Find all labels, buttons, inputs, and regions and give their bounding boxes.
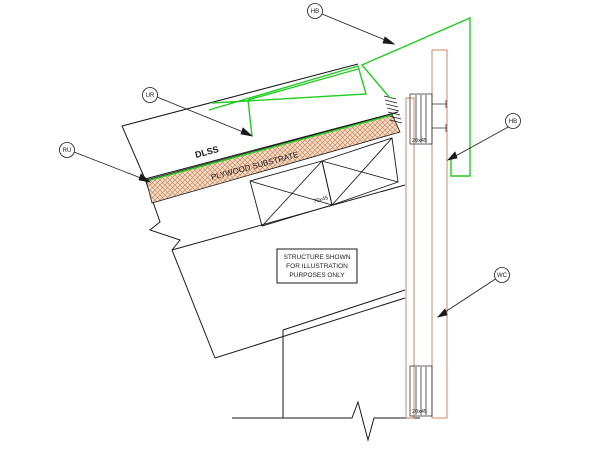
- break-line-left: [144, 178, 181, 251]
- purlin-diagonal-2: [261, 160, 323, 227]
- batten-top-size-label: 20x45: [412, 138, 427, 144]
- note-line-1: STRUCTURE SHOWN: [284, 254, 351, 261]
- head-flashing: [360, 16, 471, 177]
- callout-ur: UR: [146, 93, 155, 99]
- purlin-frame: [249, 137, 399, 227]
- roof-sheet-edge: [146, 114, 393, 182]
- coil-line-4: [386, 107, 400, 112]
- rafter-diagonal-1: [321, 160, 399, 183]
- callout-wc: WC: [497, 273, 508, 279]
- ridge-capping: [208, 65, 367, 111]
- note-line-2: FOR ILLUSTRATION: [286, 263, 348, 270]
- roof-edge-line: [144, 111, 399, 180]
- timber-wall: [405, 49, 448, 419]
- batten-bottom-size-label: 20x45: [412, 409, 427, 415]
- note-text: STRUCTURE SHOWN FOR ILLUSTRATION PURPOSE…: [284, 254, 351, 279]
- purlin-diagonal-1: [249, 180, 333, 206]
- soffit-line: [171, 184, 406, 251]
- inner-ceiling-line: [282, 289, 406, 331]
- arrowhead-ur: [240, 127, 254, 137]
- leader-hb-right: [451, 125, 511, 159]
- callout-hb-top: HB: [311, 9, 319, 15]
- arrowhead-hb-right: [446, 151, 458, 161]
- cap-upstand: [247, 99, 253, 137]
- callout-bubbles: [59, 3, 521, 283]
- callout-hb-right: HB: [509, 119, 517, 125]
- callout-wc-circle: [494, 267, 510, 283]
- callout-ru-circle: [59, 142, 75, 158]
- leader-ru: [73, 151, 147, 181]
- dlss-label: DLSS: [194, 144, 220, 160]
- callout-ur-circle: [142, 87, 158, 103]
- plywood-substrate: [145, 113, 401, 204]
- flashings: [146, 16, 471, 182]
- ridge-inner-line: [247, 68, 359, 101]
- callout-texts: HB UR RU HB WC: [63, 9, 518, 279]
- ceiling-line: [214, 297, 406, 359]
- batten-top: [409, 93, 433, 145]
- batten-bottom: [409, 365, 433, 417]
- arrowhead-ru: [138, 173, 152, 183]
- wall-cladding: [431, 49, 448, 419]
- coil-line-7: [389, 119, 403, 124]
- leader-ur: [156, 96, 249, 135]
- ground-break-line: [232, 400, 420, 442]
- callout-ru: RU: [63, 148, 72, 154]
- roof-top-line: [121, 125, 146, 180]
- coil-line-3: [385, 103, 399, 108]
- note-line-3: PURPOSES ONLY: [289, 272, 345, 279]
- roof-structure: [121, 63, 420, 442]
- leader-wc: [441, 277, 498, 315]
- arrowhead-wc: [436, 308, 448, 318]
- fixings: [432, 100, 447, 132]
- coil-line-6: [388, 115, 402, 120]
- battens: [409, 93, 433, 417]
- note-box: [276, 248, 358, 284]
- callout-hb-top-circle: [307, 3, 323, 19]
- rafter-diagonal-2: [331, 137, 393, 206]
- lower-slope-line: [171, 249, 216, 359]
- coil-line-5: [387, 111, 401, 116]
- callout-leaders: [73, 13, 511, 318]
- leader-hb-top: [321, 13, 391, 43]
- arrowhead-hb-top: [382, 36, 396, 45]
- callout-hb-right-circle: [505, 113, 521, 129]
- coil-line-2: [384, 99, 398, 104]
- purlin-size-label: 70x45: [313, 195, 329, 205]
- dlss-guide-line: [121, 63, 359, 127]
